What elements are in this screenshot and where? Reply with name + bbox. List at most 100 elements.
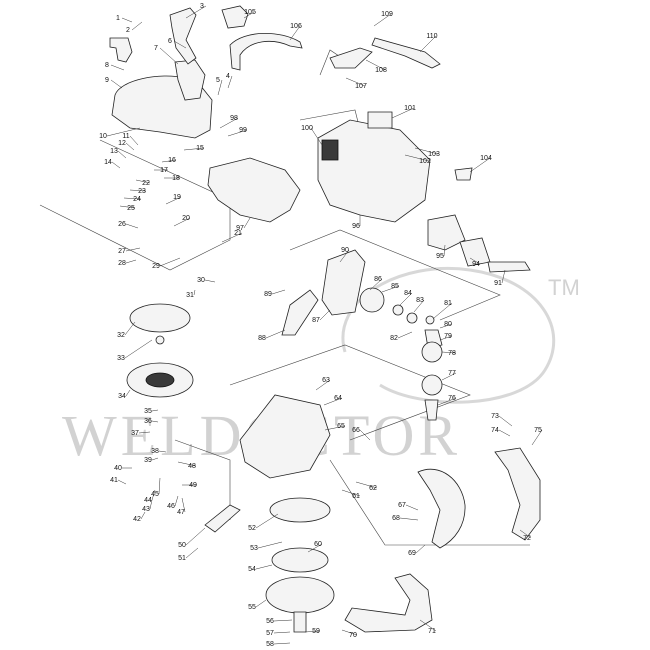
leader-line-53 bbox=[257, 541, 283, 549]
leader-line-39 bbox=[151, 457, 159, 461]
leader-line-79 bbox=[439, 335, 453, 341]
part-label-72: 72 bbox=[523, 535, 531, 542]
part-label-101: 101 bbox=[404, 105, 416, 112]
part-label-47: 47 bbox=[177, 509, 185, 516]
leader-line-44 bbox=[151, 489, 156, 501]
part-shape-33-washer bbox=[155, 335, 165, 345]
part-label-70: 70 bbox=[349, 632, 357, 639]
part-label-54: 54 bbox=[248, 566, 256, 573]
leader-line-83 bbox=[413, 299, 425, 313]
leader-line-82 bbox=[397, 331, 413, 339]
part-shape-1-handle bbox=[109, 37, 133, 63]
part-shapes bbox=[109, 5, 541, 633]
part-label-45: 45 bbox=[151, 491, 159, 498]
part-label-99: 99 bbox=[239, 127, 247, 134]
part-label-42: 42 bbox=[133, 516, 141, 523]
leader-line-9 bbox=[110, 79, 123, 89]
part-shape-69-cover bbox=[417, 468, 466, 549]
leader-line-80 bbox=[439, 323, 453, 329]
frame-gear-box bbox=[289, 229, 501, 321]
part-shape-81 bbox=[425, 315, 435, 325]
part-label-13: 13 bbox=[110, 148, 118, 155]
part-label-14: 14 bbox=[104, 159, 112, 166]
part-label-77: 77 bbox=[448, 370, 456, 377]
leader-line-65 bbox=[324, 425, 346, 431]
part-label-73: 73 bbox=[491, 413, 499, 420]
leader-line-12 bbox=[125, 142, 135, 151]
part-label-79: 79 bbox=[444, 333, 452, 340]
part-shape-101 bbox=[367, 111, 393, 129]
frame-lower-right bbox=[329, 459, 530, 546]
leader-line-5 bbox=[217, 79, 223, 96]
frame-upper-left bbox=[39, 139, 231, 271]
leader-lines bbox=[106, 5, 543, 645]
frame-lower-left bbox=[174, 439, 231, 520]
leader-line-37 bbox=[138, 431, 151, 434]
leader-line-77 bbox=[441, 372, 457, 381]
leader-line-43 bbox=[149, 499, 153, 510]
leader-line-85 bbox=[381, 285, 400, 293]
part-label-71: 71 bbox=[428, 628, 436, 635]
part-label-11: 11 bbox=[122, 133, 129, 140]
leader-line-6 bbox=[173, 40, 187, 49]
part-shape-100-switch bbox=[321, 139, 339, 161]
leader-line-60 bbox=[307, 543, 323, 553]
part-shape-96-motor-housing bbox=[317, 119, 431, 223]
leader-line-69 bbox=[415, 544, 426, 554]
leader-line-13 bbox=[117, 150, 127, 159]
part-label-106: 106 bbox=[290, 23, 302, 30]
leader-line-99 bbox=[227, 129, 248, 137]
leader-line-95 bbox=[443, 244, 446, 257]
leader-line-8 bbox=[110, 64, 125, 71]
leader-line-54 bbox=[255, 564, 273, 570]
part-shape-91-armature bbox=[487, 261, 531, 273]
part-shape-84 bbox=[392, 304, 404, 316]
leader-line-11 bbox=[129, 135, 139, 146]
leader-line-76 bbox=[437, 397, 457, 406]
part-label-56: 56 bbox=[266, 618, 274, 625]
leader-line-29 bbox=[159, 257, 181, 267]
leader-line-78 bbox=[441, 351, 457, 354]
part-label-32: 32 bbox=[117, 332, 125, 339]
leader-line-15 bbox=[183, 147, 205, 151]
leader-line-50 bbox=[185, 527, 206, 546]
leader-line-4 bbox=[227, 75, 233, 89]
leader-line-31 bbox=[193, 289, 196, 296]
part-label-44: 44 bbox=[144, 497, 152, 504]
part-label-38: 38 bbox=[151, 448, 159, 455]
part-shape-54-gear bbox=[271, 547, 329, 573]
part-label-8: 8 bbox=[105, 62, 109, 69]
part-label-65: 65 bbox=[337, 423, 345, 430]
leader-line-97 bbox=[243, 217, 251, 229]
leader-line-20 bbox=[173, 217, 191, 227]
part-shape-50-bracket bbox=[204, 504, 241, 533]
part-label-31: 31 bbox=[186, 292, 194, 299]
leader-line-106 bbox=[289, 25, 301, 41]
part-shape-110-rod bbox=[371, 37, 441, 69]
part-label-4: 4 bbox=[226, 73, 230, 80]
part-label-29: 29 bbox=[152, 263, 160, 270]
part-shape-105 bbox=[221, 5, 249, 29]
part-label-109: 109 bbox=[381, 11, 393, 18]
part-label-25: 25 bbox=[127, 205, 135, 212]
leader-line-66 bbox=[359, 429, 371, 441]
part-label-55: 55 bbox=[248, 604, 256, 611]
leader-line-107 bbox=[345, 77, 366, 87]
part-label-97: 97 bbox=[236, 225, 244, 232]
part-label-22: 22 bbox=[142, 180, 150, 187]
part-label-102: 102 bbox=[419, 158, 431, 165]
leader-line-86 bbox=[369, 278, 383, 291]
part-label-41: 41 bbox=[110, 477, 118, 484]
leader-line-48 bbox=[177, 461, 197, 467]
part-label-69: 69 bbox=[408, 550, 416, 557]
part-label-33: 33 bbox=[117, 355, 125, 362]
leader-line-104 bbox=[469, 157, 491, 173]
leader-line-27 bbox=[125, 247, 141, 252]
part-shape-95-field bbox=[427, 214, 466, 251]
part-label-90: 90 bbox=[341, 247, 349, 254]
leader-line-62 bbox=[355, 481, 378, 489]
leader-line-64 bbox=[323, 397, 343, 406]
part-shape-83 bbox=[406, 312, 418, 324]
part-label-19: 19 bbox=[173, 194, 181, 201]
leader-line-25 bbox=[119, 205, 136, 209]
